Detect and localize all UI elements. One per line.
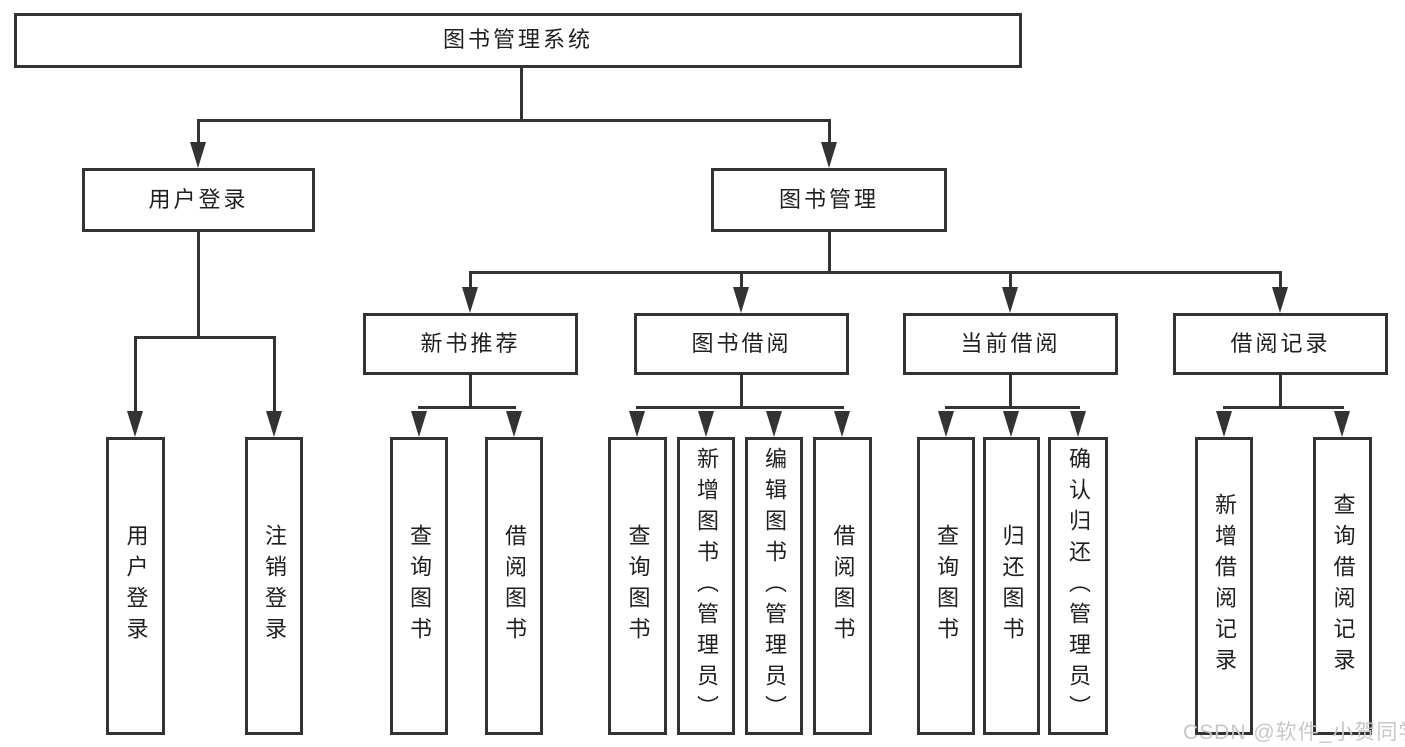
node-query-book-borrow: 查询图书 <box>608 437 667 735</box>
node-label: 新增图书（管理员） <box>694 446 719 726</box>
node-edit-book-admin: 编辑图书（管理员） <box>745 437 803 735</box>
arrow-down-icon <box>733 287 749 313</box>
node-new-book-recommendation: 新书推荐 <box>363 313 578 375</box>
connector-vline <box>1009 274 1012 287</box>
connector-vline <box>197 232 200 339</box>
node-label: 查询图书 <box>934 524 959 648</box>
arrow-down-icon <box>411 411 427 437</box>
node-book-management: 图书管理 <box>711 168 947 232</box>
node-add-borrow-record: 新增借阅记录 <box>1195 437 1253 735</box>
node-label: 借阅记录 <box>1230 330 1331 356</box>
node-current-borrowing: 当前借阅 <box>903 313 1118 375</box>
connector-vline <box>1009 375 1012 409</box>
node-label: 图书管理系统 <box>442 27 593 53</box>
node-query-borrow-record: 查询借阅记录 <box>1313 437 1372 735</box>
connector-vline <box>1279 274 1282 287</box>
connector-vline <box>740 274 743 287</box>
connector-vline <box>828 232 831 274</box>
connector-vline <box>134 339 137 411</box>
connector-vline <box>273 339 276 411</box>
arrow-down-icon <box>1003 411 1019 437</box>
node-label: 归还图书 <box>999 524 1025 648</box>
connector-vline <box>1279 375 1282 409</box>
arrow-down-icon <box>834 411 850 437</box>
node-label: 查询图书 <box>625 524 651 648</box>
arrow-down-icon <box>190 142 206 168</box>
connector-vline <box>469 274 472 287</box>
connector-vline <box>740 375 743 409</box>
connector-hline <box>134 336 276 339</box>
connector-hline <box>636 406 844 409</box>
connector-vline <box>469 375 472 409</box>
arrow-down-icon <box>266 411 282 437</box>
arrow-down-icon <box>1272 287 1288 313</box>
arrow-down-icon <box>127 411 143 437</box>
node-label: 图书管理 <box>778 186 879 212</box>
node-borrow-book-recommend: 借阅图书 <box>485 437 543 735</box>
connector-vline <box>828 122 831 142</box>
node-user-login-leaf: 用户登录 <box>106 437 165 735</box>
node-label: 注销登录 <box>262 524 287 648</box>
node-label: 当前借阅 <box>960 330 1061 356</box>
node-query-book-recommend: 查询图书 <box>390 437 448 735</box>
arrow-down-icon <box>698 411 714 437</box>
node-confirm-return-admin: 确认归还（管理员） <box>1048 437 1108 735</box>
node-logout-leaf: 注销登录 <box>245 437 303 735</box>
node-borrowing-records: 借阅记录 <box>1173 313 1388 375</box>
arrow-down-icon <box>506 411 522 437</box>
arrow-down-icon <box>1216 411 1232 437</box>
connector-hline <box>945 406 1080 409</box>
node-label: 新书推荐 <box>420 330 521 356</box>
node-label: 借阅图书 <box>502 524 527 648</box>
arrow-down-icon <box>462 287 478 313</box>
arrow-down-icon <box>766 411 782 437</box>
node-user-login: 用户登录 <box>82 168 315 232</box>
node-label: 查询图书 <box>407 524 432 648</box>
arrow-down-icon <box>1070 411 1086 437</box>
node-label: 确认归还（管理员） <box>1066 446 1091 726</box>
node-label: 图书借阅 <box>691 330 792 356</box>
node-label: 查询借阅记录 <box>1330 493 1356 679</box>
node-borrow-book: 借阅图书 <box>813 437 872 735</box>
connector-vline <box>197 122 200 142</box>
connector-hline <box>418 406 516 409</box>
arrow-down-icon <box>1334 411 1350 437</box>
connector-hline <box>1223 406 1344 409</box>
node-label: 用户登录 <box>123 524 149 648</box>
node-return-book: 归还图书 <box>983 437 1040 735</box>
node-label: 借阅图书 <box>830 524 856 648</box>
watermark: CSDN @软件_小贺同学 <box>1183 721 1405 744</box>
arrow-down-icon <box>938 411 954 437</box>
arrow-down-icon <box>629 411 645 437</box>
node-book-borrowing: 图书借阅 <box>634 313 849 375</box>
node-label: 用户登录 <box>148 186 249 212</box>
arrow-down-icon <box>821 142 837 168</box>
node-label: 新增借阅记录 <box>1212 493 1237 679</box>
connector-hline <box>197 119 831 122</box>
connector-vline <box>520 68 523 122</box>
arrow-down-icon <box>1002 287 1018 313</box>
node-add-book-admin: 新增图书（管理员） <box>677 437 735 735</box>
connector-hline <box>469 271 1282 274</box>
node-query-book-current: 查询图书 <box>917 437 975 735</box>
node-library-management-system: 图书管理系统 <box>14 13 1022 68</box>
node-label: 编辑图书（管理员） <box>762 446 787 726</box>
